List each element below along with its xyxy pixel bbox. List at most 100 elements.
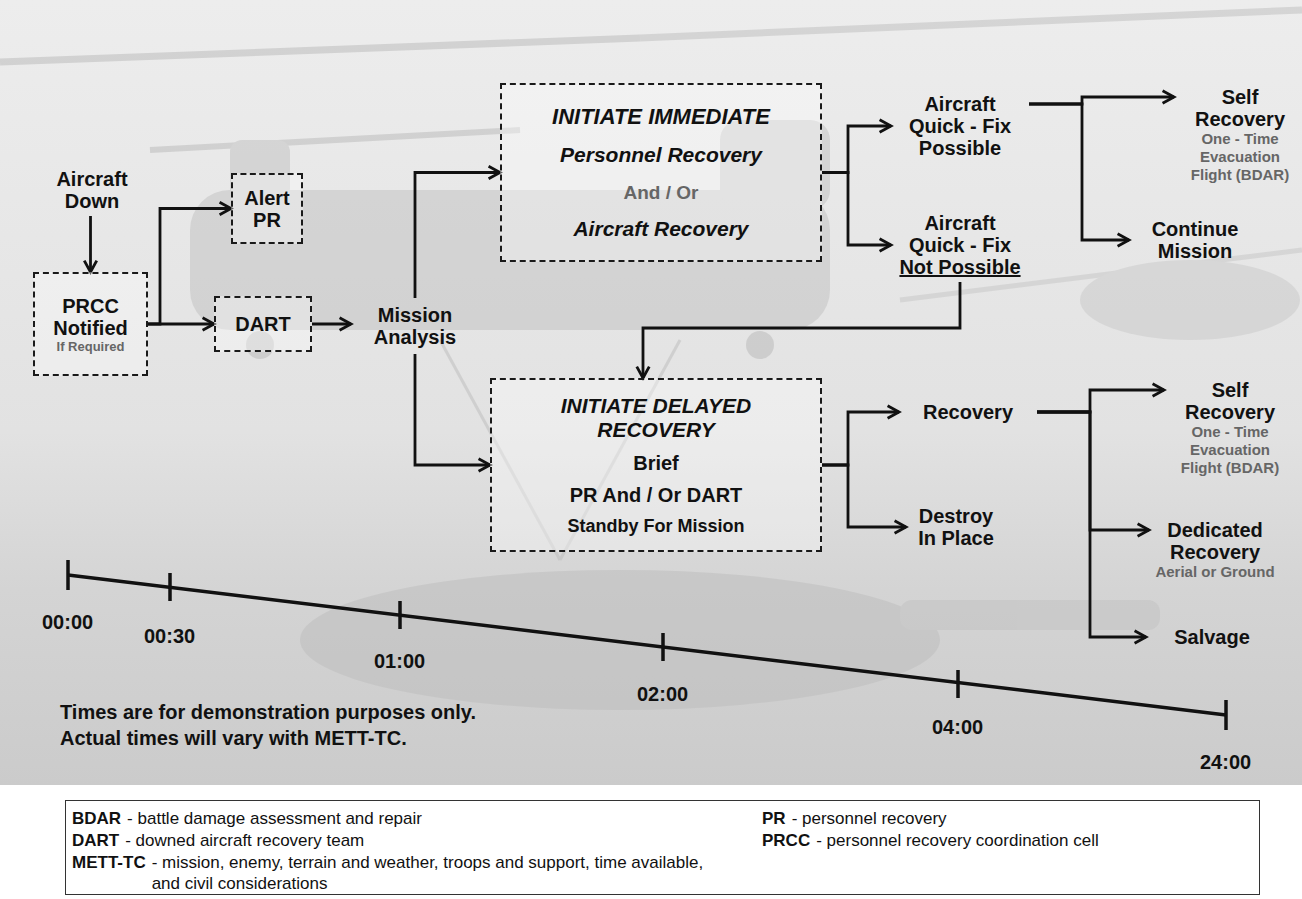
flow-arrow	[1037, 412, 1146, 643]
chinook-silhouette	[0, 10, 1302, 359]
arrow-head	[1138, 524, 1149, 536]
node-text: If Required	[39, 339, 142, 354]
flow-arrow	[822, 173, 891, 252]
node-text: Salvage	[1152, 626, 1272, 648]
flow-line	[148, 323, 214, 326]
node-text: Continue Mission	[1135, 218, 1255, 262]
arrow-head	[489, 166, 500, 178]
node-text: Alert PR	[237, 187, 297, 231]
flow-line	[1037, 412, 1146, 637]
node-text: And / Or	[506, 182, 816, 203]
flow-line	[822, 173, 891, 246]
node-text: DART	[220, 313, 306, 335]
legend-row: BDAR - battle damage assessment and repai…	[72, 808, 422, 829]
flow-arrow	[822, 465, 906, 533]
node-text: Brief	[496, 452, 816, 474]
abbreviation: BDAR	[72, 808, 121, 829]
process-box: Alert PR	[231, 173, 303, 244]
process-box: PRCC NotifiedIf Required	[33, 272, 148, 376]
arrow-head	[880, 120, 891, 132]
note-text: Actual times will vary with METT-TC.	[60, 726, 407, 750]
action-box: INITIATE DELAYED RECOVERYBriefPR And / O…	[490, 378, 822, 552]
node-text: Aircraft Quick - Fix	[895, 212, 1025, 256]
node-text: Aircraft Recovery	[506, 217, 816, 241]
node-text: Standby For Mission	[496, 516, 816, 536]
flow-line	[1037, 390, 1164, 412]
flow-line	[1029, 104, 1129, 240]
abbreviation-meaning: - mission, enemy, terrain and weather, t…	[152, 852, 732, 894]
time-mark: 02:00	[637, 682, 688, 706]
outcome-label: Aircraft Quick - Fix Possible	[895, 93, 1025, 159]
flow-arrow	[1029, 91, 1174, 104]
node-text: INITIATE DELAYED RECOVERY	[536, 394, 776, 442]
arrow-head	[888, 406, 899, 418]
flow-arrow	[415, 166, 500, 298]
node-text: Aerial or Ground	[1155, 563, 1275, 581]
outcome-label: Self RecoveryOne - Time Evacuation Fligh…	[1180, 86, 1300, 184]
photo-ground	[0, 0, 1302, 785]
node-text: PRCC Notified	[39, 295, 142, 339]
node-text: Aircraft Down	[37, 168, 147, 212]
node-text: Dedicated Recovery	[1155, 519, 1275, 563]
abbreviation: METT-TC	[72, 852, 146, 894]
arrow-head	[84, 261, 96, 272]
time-mark: 00:30	[144, 624, 195, 648]
flow-line	[312, 323, 351, 326]
flow-line	[822, 465, 906, 527]
arrow-head	[203, 318, 214, 330]
arrow-head	[880, 239, 891, 251]
legend-row: PR- personnel recovery	[762, 808, 947, 829]
outcome-label: Salvage	[1152, 626, 1272, 648]
action-box: INITIATE IMMEDIATE Personnel RecoveryAnd …	[500, 83, 822, 262]
arrow-head	[1163, 91, 1174, 103]
node-text: INITIATE IMMEDIATE	[506, 104, 816, 129]
flow-line	[1037, 412, 1149, 530]
flow-line	[415, 173, 500, 299]
page-margin	[0, 785, 1302, 899]
outcome-label: Dedicated RecoveryAerial or Ground	[1155, 519, 1275, 581]
arrow-head	[1135, 631, 1146, 643]
flow-arrow	[822, 406, 899, 465]
time-mark: 00:00	[42, 610, 93, 634]
outcome-label: Self RecoveryOne - Time Evacuation Fligh…	[1170, 379, 1290, 477]
flow-line	[415, 354, 490, 465]
outcome-label: Aircraft Quick - FixNot Possible	[895, 212, 1025, 278]
node-text: Recovery	[903, 401, 1033, 423]
abbreviation-meaning: - battle damage assessment and repair	[127, 808, 422, 829]
flow-arrow	[1037, 412, 1149, 536]
arrow-head	[895, 521, 906, 533]
time-mark: 01:00	[374, 649, 425, 673]
node-text: Self Recovery	[1180, 86, 1300, 130]
blackhawk-silhouette	[300, 250, 1302, 710]
legend-row: DART- downed aircraft recovery team	[72, 830, 364, 851]
flow-arrow	[148, 318, 214, 330]
flow-arrow	[1037, 384, 1164, 412]
process-box: DART	[214, 296, 312, 352]
time-mark: 24:00	[1200, 750, 1251, 774]
flow-arrow	[312, 318, 351, 330]
node-text: Personnel Recovery	[506, 143, 816, 167]
start-label: Aircraft Down	[37, 168, 147, 212]
flow-line	[643, 282, 960, 378]
flow-arrow	[84, 216, 96, 272]
arrow-head	[479, 459, 490, 471]
node-text: One - Time Evacuation Flight (BDAR)	[1180, 130, 1300, 184]
node-text: Not Possible	[895, 256, 1025, 278]
legend-row: PRCC- personnel recovery coordination ce…	[762, 830, 1099, 851]
step-label: Mission Analysis	[355, 304, 475, 348]
arrow-head	[1153, 384, 1164, 396]
flow-arrow	[1029, 104, 1129, 246]
node-text: Aircraft Quick - Fix Possible	[895, 93, 1025, 159]
legend-row: METT-TC- mission, enemy, terrain and wea…	[72, 852, 732, 894]
abbreviation-meaning: - personnel recovery coordination cell	[816, 830, 1099, 851]
node-text: Destroy In Place	[910, 505, 1002, 549]
node-text: Mission Analysis	[355, 304, 475, 348]
abbreviation-meaning: - downed aircraft recovery team	[125, 830, 364, 851]
node-text: Self Recovery	[1170, 379, 1290, 423]
flow-line	[822, 412, 899, 465]
node-text: One - Time Evacuation Flight (BDAR)	[1170, 423, 1290, 477]
flow-arrow	[415, 354, 490, 471]
flow-line	[89, 216, 92, 272]
arrow-head	[1118, 234, 1129, 246]
